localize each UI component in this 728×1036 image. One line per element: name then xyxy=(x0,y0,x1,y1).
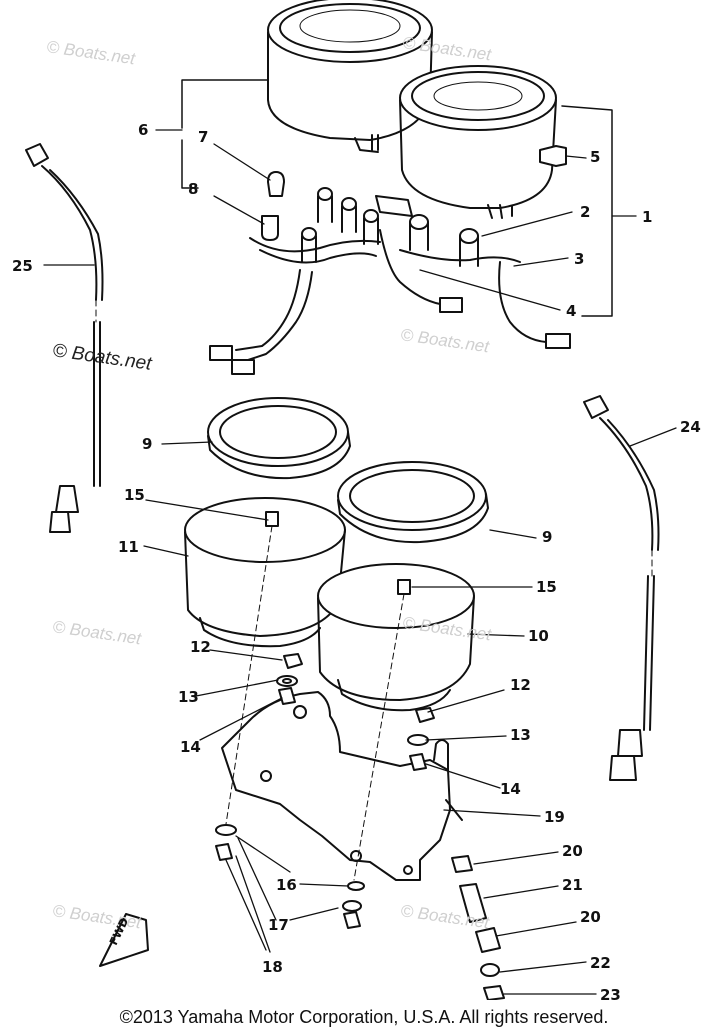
svg-text:© Boats.net: © Boats.net xyxy=(45,37,137,68)
callout-11: 11 xyxy=(118,538,139,556)
group-bracket-1 xyxy=(561,105,613,317)
callout-13a: 13 xyxy=(178,688,199,706)
callout-15a: 15 xyxy=(124,486,145,504)
axis-lines xyxy=(95,299,653,881)
ring-9-right xyxy=(337,461,489,544)
callout-7: 7 xyxy=(198,128,208,146)
svg-text:© Boats.net: © Boats.net xyxy=(51,617,143,648)
socket-harness xyxy=(209,187,381,375)
callout-20b: 20 xyxy=(580,908,601,926)
housing-10 xyxy=(317,563,475,712)
gauge-left xyxy=(267,0,433,153)
callout-13b: 13 xyxy=(510,726,531,744)
svg-text:© Boats.net: © Boats.net xyxy=(51,901,143,932)
right-harness xyxy=(375,195,571,349)
bracket-hole xyxy=(350,850,362,862)
fwd-arrow xyxy=(99,913,149,967)
callout-20a: 20 xyxy=(562,842,583,860)
callout-19: 19 xyxy=(544,808,565,826)
callout-17: 17 xyxy=(268,916,289,934)
group-bracket-6 xyxy=(181,79,269,189)
callout-16: 16 xyxy=(276,876,297,894)
callout-12b: 12 xyxy=(510,676,531,694)
hardware-right xyxy=(407,707,505,1000)
callout-24: 24 xyxy=(680,418,701,436)
bracket-hole xyxy=(260,770,272,782)
leader-lines xyxy=(43,129,677,995)
housing-11 xyxy=(184,497,346,648)
callout-9a: 9 xyxy=(142,435,152,453)
callout-3: 3 xyxy=(574,250,584,268)
callout-2: 2 xyxy=(580,203,590,221)
callout-9b: 9 xyxy=(542,528,552,546)
bracket-hole xyxy=(293,705,307,719)
bracket-hole xyxy=(403,865,413,875)
callout-6: 6 xyxy=(138,121,148,139)
callout-8: 8 xyxy=(188,180,198,198)
copyright-notice: ©2013 Yamaha Motor Corporation, U.S.A. A… xyxy=(119,1007,609,1027)
callout-15b: 15 xyxy=(536,578,557,596)
cable-24 xyxy=(583,395,660,781)
bracket-19 xyxy=(221,691,451,881)
cable-25 xyxy=(25,143,104,533)
callout-21: 21 xyxy=(562,876,583,894)
bulb-7 xyxy=(267,171,285,197)
callout-23: 23 xyxy=(600,986,621,1000)
gauge-right xyxy=(399,65,567,219)
svg-text:© Boats.net: © Boats.net xyxy=(401,33,493,64)
callout-22: 22 xyxy=(590,954,611,972)
svg-text:© Boats.net: © Boats.net xyxy=(399,325,491,356)
callout-12a: 12 xyxy=(190,638,211,656)
callouts: 1 2 3 4 5 6 7 8 9 9 10 11 12 12 13 13 14… xyxy=(12,121,701,1000)
callout-4: 4 xyxy=(566,302,576,320)
callout-14a: 14 xyxy=(180,738,201,756)
ring-9-left xyxy=(207,397,351,480)
callout-1: 1 xyxy=(642,208,652,226)
callout-5: 5 xyxy=(590,148,600,166)
callout-25: 25 xyxy=(12,257,33,275)
callout-10: 10 xyxy=(528,627,549,645)
callout-14b: 14 xyxy=(500,780,521,798)
parts-diagram: © Boats.net © Boats.net © Boats.net © Bo… xyxy=(12,0,701,1000)
callout-18: 18 xyxy=(262,958,283,976)
svg-text:© Boats.net: © Boats.net xyxy=(51,340,153,375)
